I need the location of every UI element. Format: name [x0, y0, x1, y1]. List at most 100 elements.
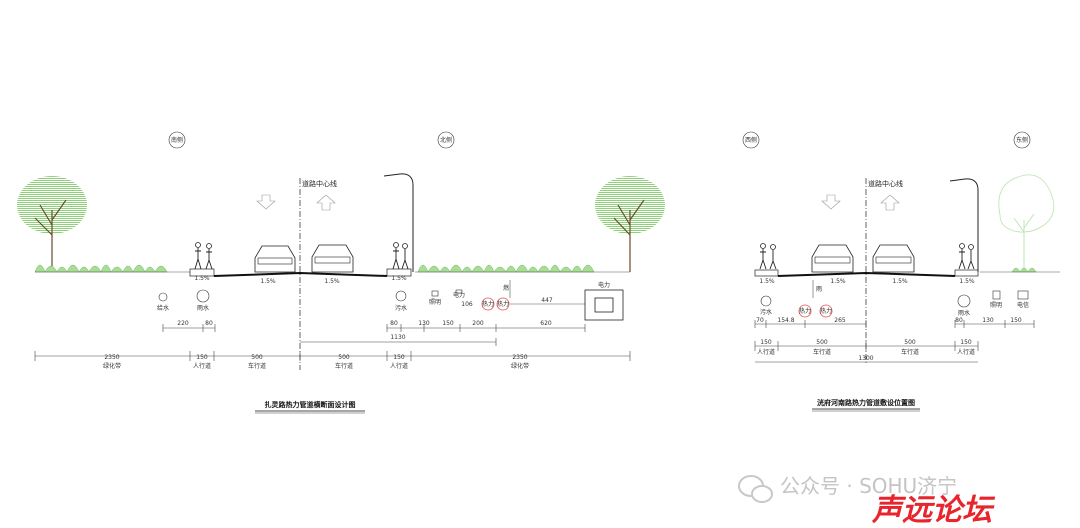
- dim-label: 80: [205, 320, 213, 327]
- slope-label: 1.5%: [759, 278, 775, 285]
- dim-label: 130: [418, 320, 430, 327]
- dim-447: 447: [541, 297, 553, 304]
- sewage-label: 污水: [395, 304, 407, 312]
- slope-label: 1.5%: [959, 278, 975, 285]
- dim-label: 150: [442, 320, 454, 327]
- gas-label: 燃: [503, 284, 509, 292]
- north-label: 北侧: [440, 136, 452, 144]
- watermark: 公众号 · SOHU济宁 声远论坛: [738, 474, 996, 528]
- section-value: 150: [393, 354, 405, 361]
- tree-east: [998, 174, 1055, 273]
- south-marker: 南侧: [168, 131, 186, 149]
- section-label: 人行道: [957, 348, 975, 356]
- slope-label: 1.5%: [830, 278, 846, 285]
- section-value: 2350: [512, 354, 527, 361]
- west-label: 西侧: [745, 136, 757, 144]
- dim-label: 200: [472, 320, 484, 327]
- utility-heat: 热力 热力: [481, 297, 510, 311]
- section-value: 500: [251, 354, 263, 361]
- section-label: 车行道: [813, 348, 831, 356]
- dim-label: 265: [834, 317, 846, 324]
- utility-rain-right: 雨水: [957, 294, 971, 317]
- section-label: 车行道: [901, 348, 919, 356]
- brand-logo: 声远论坛: [871, 493, 996, 528]
- lighting-label: 照明: [990, 302, 1002, 309]
- dim-label: 150: [1010, 317, 1022, 324]
- dims-small-right: 70 154.8 265 80 130 150: [754, 317, 1035, 328]
- left-title: 扎灵路热力管道横断面设计图: [265, 400, 356, 409]
- utility-telecom-right: 电信: [1017, 290, 1029, 309]
- slope-label: 1.5%: [260, 278, 276, 285]
- utility-water: 给水: [157, 292, 169, 312]
- shrubs-left: [34, 264, 168, 273]
- section-value: 150: [960, 339, 972, 346]
- heat2-label: 热力: [497, 300, 509, 308]
- utility-power-small: 电力: [453, 289, 465, 299]
- utility-heat-right: 热力 热力: [798, 304, 833, 318]
- lighting-label: 照明: [429, 299, 441, 306]
- pedestrians-east: [958, 243, 975, 270]
- pedestrians-west: [759, 243, 777, 270]
- telecom-label: 电信: [1017, 301, 1029, 309]
- dim-label: 154.8: [777, 317, 794, 324]
- dims-small: 220 80 80 130 150 200 620 1130: [162, 320, 586, 346]
- utility-gas: 燃: [503, 280, 511, 298]
- pedestrians-right: [392, 242, 409, 270]
- section-value: 2350: [104, 354, 119, 361]
- dim-label: 80: [955, 317, 963, 324]
- heat1-label: 热力: [482, 300, 494, 308]
- utility-lighting-right: 照明: [990, 290, 1002, 309]
- south-label: 南侧: [171, 136, 183, 144]
- centerline-label: 道路中心线: [302, 179, 337, 188]
- arrow-down-right: [821, 194, 841, 210]
- utility-power-box: 电力: [584, 281, 624, 321]
- utility-sewage: 污水: [395, 290, 407, 312]
- power-small-label: 电力: [453, 291, 465, 299]
- car-right: [311, 244, 354, 273]
- section-value: 500: [904, 339, 916, 346]
- section-value: 150: [196, 354, 208, 361]
- heat2-label: 热力: [820, 307, 832, 315]
- street-lamp: [383, 173, 414, 272]
- utility-sewage-right: 污水: [760, 295, 772, 316]
- section-label: 绿化带: [103, 362, 121, 370]
- slope-label: 1.5%: [194, 275, 210, 282]
- section-label: 车行道: [248, 362, 266, 370]
- dim-label: 130: [982, 317, 994, 324]
- section-label: 人行道: [193, 362, 211, 370]
- section-value: 500: [338, 354, 350, 361]
- dim-label: 80: [390, 320, 398, 327]
- slope-label: 1.5%: [324, 278, 340, 285]
- wechat-icon: [738, 475, 773, 503]
- right-title: 洸府河南路热力管道敷设位置图: [817, 398, 915, 407]
- section-label: 人行道: [757, 348, 775, 356]
- utility-rain-left: 雨: [812, 280, 822, 298]
- slope-label: 1.5%: [391, 275, 407, 282]
- street-lamp-right: [949, 178, 979, 272]
- west-marker: 西侧: [742, 131, 760, 149]
- road-surface-right: [777, 271, 956, 277]
- centerline-label: 道路中心线: [868, 179, 903, 188]
- section-label: 车行道: [335, 362, 353, 370]
- section-dims-right: 150 人行道 500 车行道 500 车行道 150 人行道 1300: [754, 339, 979, 363]
- road-surface: [213, 271, 388, 277]
- sewage-label: 污水: [760, 308, 772, 316]
- right-section: 西侧 东侧 1.5% 1.5% 1.5% 1.5%: [742, 131, 1060, 412]
- pedestrians-left: [194, 242, 213, 270]
- section-value: 500: [816, 339, 828, 346]
- rain-left-label: 雨: [816, 286, 822, 293]
- arrow-up: [316, 194, 336, 211]
- east-label: 东侧: [1016, 136, 1028, 144]
- dim-label: 220: [177, 320, 189, 327]
- utility-rain: 雨水: [196, 289, 210, 312]
- rain-label: 雨水: [958, 309, 970, 317]
- arrow-up-right: [880, 194, 900, 211]
- utility-lighting: 照明: [429, 290, 441, 306]
- rain-label: 雨水: [197, 304, 209, 312]
- tree-left: [17, 176, 87, 272]
- left-section: 南侧 北侧 1.5% 1.5% 1.5: [17, 131, 665, 414]
- dim-label: 620: [540, 320, 552, 327]
- dim-106: 106: [461, 301, 473, 308]
- shrubs-right: [417, 264, 595, 273]
